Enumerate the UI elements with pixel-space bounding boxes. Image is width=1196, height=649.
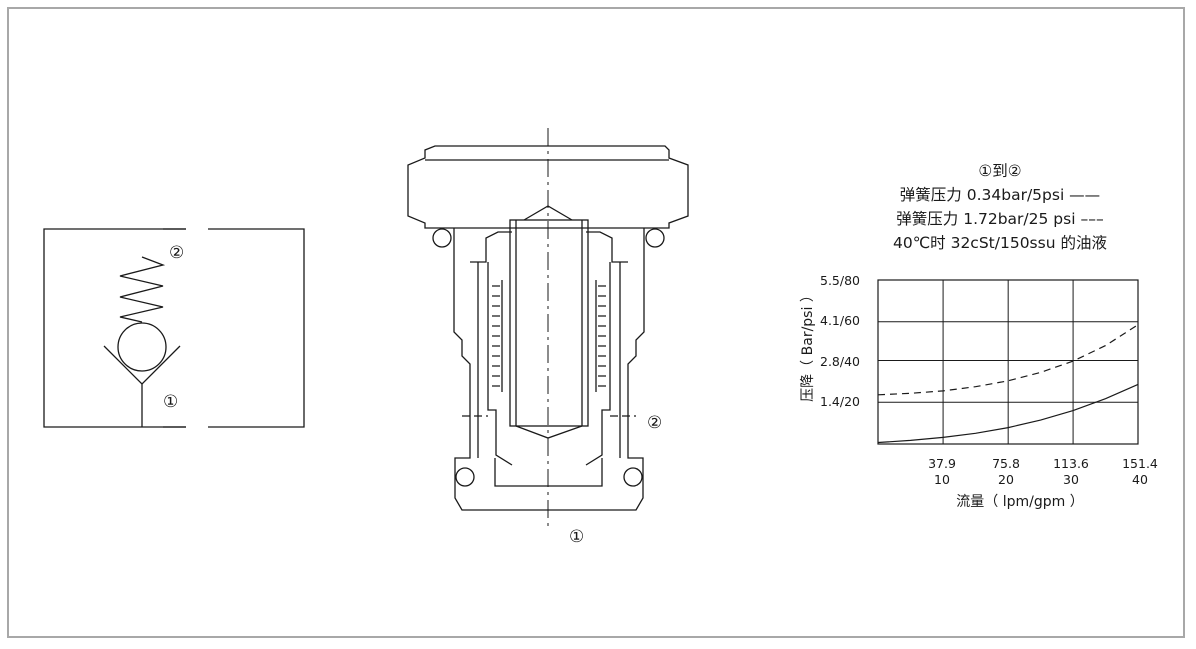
ball-icon	[117, 322, 167, 372]
chart-title-line-1: ①到②	[978, 162, 1021, 180]
x-tick-label-gpm: 20	[998, 472, 1014, 487]
symbol-port-2-label: ②	[169, 243, 184, 263]
sleeve-right	[586, 231, 628, 263]
valve-seat-icon	[103, 345, 181, 385]
body-left-outline	[453, 228, 505, 511]
series-line-solid	[877, 383, 1139, 444]
x-tick-label-lpm: 113.6	[1053, 456, 1089, 471]
spring-left-icon	[492, 285, 500, 387]
y-axis-label: 压降（ Bar/psi ）	[800, 288, 816, 402]
pressure-drop-plot	[877, 279, 1139, 445]
x-tick-label-lpm: 75.8	[992, 456, 1020, 471]
symbol-port-1-label: ①	[163, 392, 178, 412]
section-port-1-label: ①	[569, 527, 584, 547]
poppet	[509, 219, 589, 427]
chart-title-line-4: 40℃时 32cSt/150ssu 的油液	[893, 234, 1107, 252]
drawing-frame	[7, 7, 1185, 638]
o-ring-lower-left	[455, 467, 475, 487]
sleeve-inner-left	[487, 262, 513, 466]
poppet-top-cone	[523, 205, 573, 221]
y-tick-label: 1.4/20	[820, 394, 860, 409]
body-right-outline	[592, 228, 645, 511]
x-tick-label-gpm: 30	[1063, 472, 1079, 487]
series-line-dashed	[877, 324, 1139, 396]
hex-head	[407, 145, 689, 229]
cartridge-cross-section	[407, 128, 689, 528]
y-tick-label: 2.8/40	[820, 354, 860, 369]
check-valve-symbol	[43, 228, 305, 428]
poppet-bottom-cone	[515, 425, 583, 439]
spring-icon	[119, 256, 166, 323]
y-tick-label: 4.1/60	[820, 313, 860, 328]
y-tick-label: 5.5/80	[820, 273, 860, 288]
x-axis-label: 流量（ lpm/gpm ）	[956, 494, 1083, 510]
spring-right-icon	[598, 285, 606, 387]
x-tick-label-lpm: 37.9	[928, 456, 956, 471]
chart-title-line-2: 弹簧压力 0.34bar/5psi ——	[900, 186, 1100, 204]
o-ring-lower-right	[623, 467, 643, 487]
sleeve-inner-right	[585, 262, 611, 466]
body-bottom-step	[494, 458, 603, 487]
o-ring-upper-right	[645, 228, 665, 248]
chart-title: ①到② 弹簧压力 0.34bar/5psi —— 弹簧压力 1.72bar/25…	[893, 162, 1107, 252]
x-tick-label-gpm: 10	[934, 472, 950, 487]
o-ring-upper-left	[432, 228, 452, 248]
x-tick-label-lpm: 151.4	[1122, 456, 1158, 471]
symbol-body-right	[208, 228, 305, 428]
symbol-body-left	[43, 228, 186, 428]
sleeve-left	[470, 231, 512, 263]
section-port-2-label: ②	[647, 413, 662, 433]
x-tick-label-gpm: 40	[1132, 472, 1148, 487]
chart-title-line-3: 弹簧压力 1.72bar/25 psi –––	[896, 210, 1103, 228]
